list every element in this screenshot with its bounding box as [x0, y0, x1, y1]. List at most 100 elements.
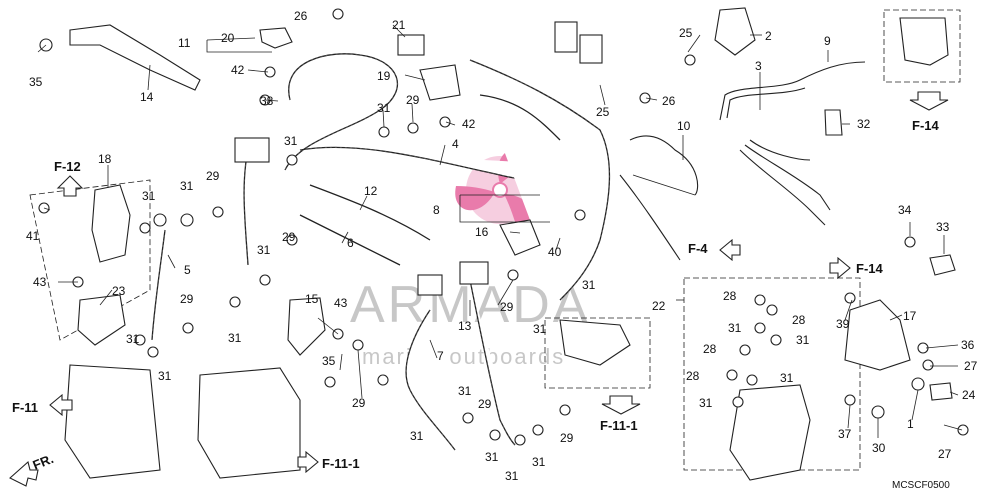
hose-13: [469, 279, 516, 446]
part-label-31d: 31: [284, 134, 298, 148]
part-label-2: 2: [765, 29, 772, 43]
part-label-39: 39: [836, 317, 850, 331]
part-label-42a: 42: [231, 63, 245, 77]
part-label-31j: 31: [582, 278, 596, 292]
part-label-9: 9: [824, 34, 831, 48]
sensor-24: [929, 382, 953, 401]
part-label-31m: 31: [485, 450, 499, 464]
part-label-32: 32: [857, 117, 871, 131]
arrow-right-f111-bottom: [297, 450, 319, 474]
ref-label-f4: F-4: [688, 241, 708, 256]
part-label-3: 3: [755, 59, 762, 73]
part-label-31c: 31: [377, 101, 391, 115]
part-label-18: 18: [98, 152, 112, 166]
frame-modulator: [683, 277, 861, 471]
bolt-37: [844, 394, 856, 406]
fittings: [38, 8, 969, 446]
washer-a: [153, 213, 167, 227]
part-label-31a: 31: [142, 189, 156, 203]
part-label-33: 33: [936, 220, 950, 234]
part-label-15: 15: [305, 292, 319, 306]
arrow-down-f14: [909, 91, 949, 111]
part-label-1: 1: [907, 417, 914, 431]
washer-e: [378, 126, 390, 138]
washer-j: [352, 339, 364, 351]
pipe-9: [719, 61, 866, 121]
part-label-28c: 28: [703, 342, 717, 356]
washer-b: [139, 222, 151, 234]
caliper-center: [197, 367, 301, 479]
part-label-29a: 29: [206, 169, 220, 183]
washer-i: [147, 346, 159, 358]
part-label-31h: 31: [158, 369, 172, 383]
joint-25: [579, 34, 603, 64]
ref-label-f111-bottom: F-11-1: [322, 456, 360, 471]
joint-13: [459, 261, 489, 285]
part-label-29b: 29: [406, 93, 420, 107]
part-label-31n: 31: [505, 469, 519, 483]
bolt-26-top: [332, 8, 344, 20]
ref-label-f11: F-11: [12, 400, 38, 415]
bolt-27b: [957, 424, 969, 436]
bolt-29-right: [559, 404, 571, 416]
part-label-38: 38: [260, 94, 274, 108]
bracket-23: [77, 294, 126, 346]
washer-s: [871, 405, 885, 419]
frame-caliper-cover: [544, 317, 651, 389]
sensor-33: [929, 254, 956, 276]
pipe-3-a: [739, 149, 826, 226]
part-label-25a: 25: [596, 105, 610, 119]
washer-r: [732, 396, 744, 408]
bolt-26-right: [639, 92, 651, 104]
part-label-42b: 42: [462, 117, 476, 131]
components: [64, 7, 956, 481]
bolt-39: [844, 292, 856, 304]
bolt-29-center: [507, 269, 519, 281]
brake-hoses: [151, 53, 611, 451]
part-label-10: 10: [677, 119, 691, 133]
bracket-2: [714, 7, 756, 56]
part-label-28a: 28: [723, 289, 737, 303]
bolt-28a: [754, 294, 766, 306]
part-label-27b: 27: [938, 447, 952, 461]
arrow-left-f4: [719, 238, 741, 262]
washer-f: [229, 296, 241, 308]
modulator-unit: [729, 384, 811, 481]
bolt-35-mid: [324, 376, 336, 388]
pipe-4-lower: [619, 174, 681, 261]
part-label-29e: 29: [500, 300, 514, 314]
bolt-25-right: [684, 54, 696, 66]
part-label-30: 30: [872, 441, 886, 455]
bolt-29-low: [182, 322, 194, 334]
arrow-left-f11: [49, 393, 73, 417]
part-label-31o: 31: [532, 455, 546, 469]
part-label-25b: 25: [679, 26, 693, 40]
part-label-31i: 31: [533, 322, 547, 336]
part-labels: 1 2 3 4 5 6 7 8 9 10 11 12 13 14 15 16 1…: [26, 9, 978, 483]
part-label-29h: 29: [560, 431, 574, 445]
part-label-29d: 29: [180, 292, 194, 306]
joint-center-top: [554, 21, 578, 53]
part-label-7: 7: [437, 349, 444, 363]
frame-left-bracket: [29, 179, 151, 341]
hose-12: [309, 184, 431, 241]
part-label-31p: 31: [728, 321, 742, 335]
bolt-27a: [922, 359, 934, 371]
part-label-31b: 31: [180, 179, 194, 193]
part-label-31s: 31: [699, 396, 713, 410]
dashed-frames: [29, 9, 961, 471]
part-label-35b: 35: [322, 354, 336, 368]
part-label-4: 4: [452, 137, 459, 151]
reference-arrows: [9, 91, 949, 487]
part-label-13: 13: [458, 319, 472, 333]
part-label-21: 21: [392, 18, 406, 32]
diagram-code: MCSCF0500: [892, 480, 950, 491]
caliper-cover: [559, 319, 631, 366]
washer-m: [514, 434, 526, 446]
bolt-34: [904, 236, 916, 248]
part-label-31q: 31: [796, 333, 810, 347]
part-label-37: 37: [838, 427, 852, 441]
clip-32: [824, 109, 843, 136]
washer-h: [134, 334, 146, 346]
